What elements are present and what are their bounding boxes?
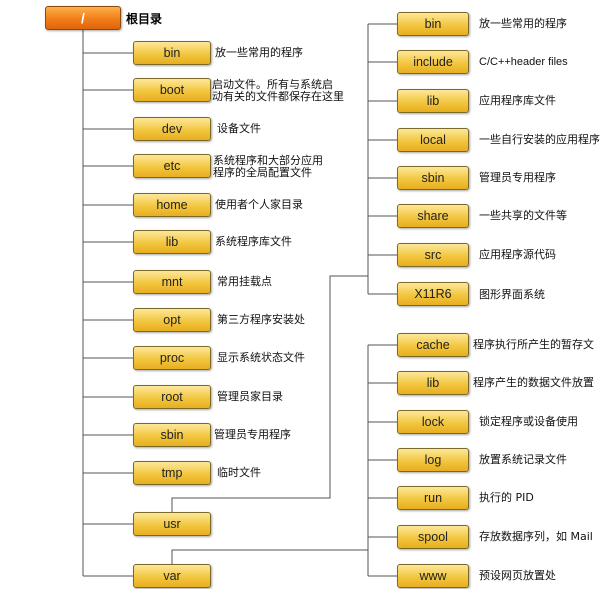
usr-share-desc: 一些共享的文件等 <box>479 209 567 222</box>
dir-bin-desc: 放一些常用的程序 <box>215 46 303 59</box>
dir-mnt-box: mnt <box>133 270 211 294</box>
dir-sbin-desc: 管理员专用程序 <box>214 428 291 441</box>
dir-var-box: var <box>133 564 211 588</box>
dir-usr-box: usr <box>133 512 211 536</box>
usr-include-box: include <box>397 50 469 74</box>
usr-src-desc: 应用程序源代码 <box>479 248 556 261</box>
usr-connector <box>171 275 368 512</box>
dir-root-box: root <box>133 385 211 409</box>
usr-local-box: local <box>397 128 469 152</box>
var-run-box: run <box>397 486 469 510</box>
usr-bin-box: bin <box>397 12 469 36</box>
dir-boot-box: boot <box>133 78 211 102</box>
var-spool-box: spool <box>397 525 469 549</box>
var-www-box: www <box>397 564 469 588</box>
root-dir-label: 根目录 <box>126 12 163 26</box>
usr-lib-box: lib <box>397 89 469 113</box>
usr-bin-desc: 放一些常用的程序 <box>479 17 567 30</box>
dir-dev-box: dev <box>133 117 211 141</box>
var-cache-box: cache <box>397 333 469 357</box>
var-log-desc: 放置系统记录文件 <box>479 453 567 466</box>
dir-dev-desc: 设备文件 <box>217 122 261 135</box>
var-cache-desc: 程序执行所产生的暂存文 <box>473 338 594 351</box>
usr-include-desc: C/C++header files <box>479 56 568 68</box>
dir-root-desc: 管理员家目录 <box>217 390 283 403</box>
dir-home-box: home <box>133 193 211 217</box>
var-lib-desc: 程序产生的数据文件放置 <box>473 376 594 389</box>
dir-lib-desc: 系统程序库文件 <box>215 235 292 248</box>
var-www-desc: 预设网页放置处 <box>479 569 556 582</box>
dir-tmp-desc: 临时文件 <box>217 466 261 479</box>
dir-bin-box: bin <box>133 41 211 65</box>
root-dir-box: / <box>45 6 121 30</box>
dir-opt-box: opt <box>133 308 211 332</box>
dir-etc-desc: 系统程序和大部分应用 程序的全局配置文件 <box>213 154 323 179</box>
usr-x11r6-desc: 图形界面系统 <box>479 288 545 301</box>
usr-sbin-desc: 管理员专用程序 <box>479 171 556 184</box>
dir-lib-box: lib <box>133 230 211 254</box>
dir-tmp-box: tmp <box>133 461 211 485</box>
dir-opt-desc: 第三方程序安装处 <box>217 313 305 326</box>
usr-src-box: src <box>397 243 469 267</box>
usr-share-box: share <box>397 204 469 228</box>
dir-home-desc: 使用者个人家目录 <box>215 198 303 211</box>
usr-lib-desc: 应用程序库文件 <box>479 94 556 107</box>
dir-mnt-desc: 常用挂载点 <box>217 275 272 288</box>
dir-proc-desc: 显示系统状态文件 <box>217 351 305 364</box>
var-lib-box: lib <box>397 371 469 395</box>
usr-local-desc: 一些自行安装的应用程序 <box>479 133 600 146</box>
var-run-desc: 执行的 PID <box>479 491 534 504</box>
var-connector <box>171 549 368 564</box>
var-log-box: log <box>397 448 469 472</box>
usr-sbin-box: sbin <box>397 166 469 190</box>
dir-boot-desc: 启动文件。所有与系统启 动有关的文件都保存在这里 <box>212 78 344 103</box>
usr-x11r6-box: X11R6 <box>397 282 469 306</box>
var-spool-desc: 存放数据序列，如 Mail <box>479 530 593 543</box>
var-lock-box: lock <box>397 410 469 434</box>
dir-etc-box: etc <box>133 154 211 178</box>
dir-sbin-box: sbin <box>133 423 211 447</box>
dir-proc-box: proc <box>133 346 211 370</box>
var-lock-desc: 锁定程序或设备使用 <box>479 415 578 428</box>
